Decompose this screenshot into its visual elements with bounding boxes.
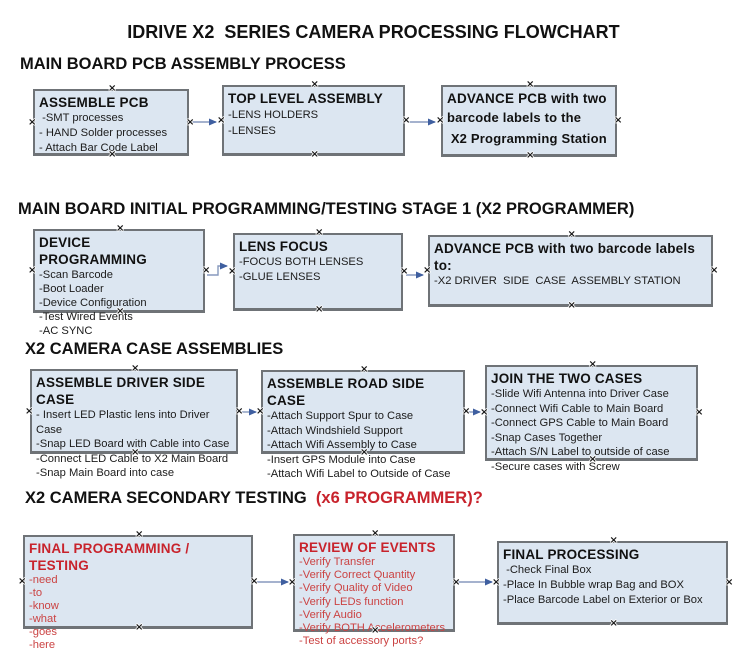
flow-box-top-level-assembly: TOP LEVEL ASSEMBLY -LENS HOLDERS -LENSES xyxy=(222,85,405,156)
flow-box-device-programming: DEVICE PROGRAMMING -Scan Barcode -Boot Loa… xyxy=(33,229,205,337)
flow-box-assemble-pcb: ASSEMBLE PCB -SMT processes - HAND Solder… xyxy=(33,89,189,156)
box-title: ASSEMBLE PCB xyxy=(39,95,149,110)
box-item: -need xyxy=(29,574,58,586)
box-item: -Snap LED Board with Cable into Case xyxy=(36,438,230,450)
box-item: -to xyxy=(29,587,43,599)
box-item-list: - Insert LED Plastic lens into Driver Ca… xyxy=(36,408,231,481)
flow-box-final-programming-testing: FINAL PROGRAMMING / TESTING-need-to-know… xyxy=(23,535,253,651)
box-item: -Connect GPS Cable to Main Board xyxy=(491,417,669,429)
box-item-list: -SMT processes - HAND Solder processes - A… xyxy=(39,111,182,156)
box-item-list: -need-to-know-what-goes-here xyxy=(29,574,246,652)
section-heading-red-text: (x6 PROGRAMMER)? xyxy=(306,489,483,507)
section-heading-assemble-driver-side-case: X2 CAMERA CASE ASSEMBLIES xyxy=(25,340,283,359)
box-item: -Connect LED Cable to X2 Main Board xyxy=(36,452,229,465)
box-item: -Insert GPS Module into Case xyxy=(267,453,416,466)
box-item: - Attach Bar Code Label xyxy=(39,142,158,154)
box-item-list: -Scan Barcode -Boot Loader -Device Configu… xyxy=(39,268,198,338)
box-item: -Boot Loader xyxy=(39,283,104,295)
box-item: -goes xyxy=(29,626,57,638)
box-item: -Place In Bubble wrap Bag and BOX xyxy=(503,579,684,591)
box-item: X2 Programming Station xyxy=(447,131,607,146)
box-item: -GLUE LENSES xyxy=(239,271,321,283)
box-item-list: barcode labels to the X2 Programming Sta… xyxy=(447,107,610,149)
box-item: -FOCUS BOTH LENSES xyxy=(239,256,364,268)
section-heading-text: MAIN BOARD INITIAL PROGRAMMING/TESTING S… xyxy=(18,200,635,218)
box-title: ADVANCE PCB with two xyxy=(447,91,607,106)
flow-box-assemble-road-side-case: ASSEMBLE ROAD SIDE CASE-Attach Support S… xyxy=(261,370,465,480)
box-item: -AC SYNC xyxy=(39,325,93,337)
box-item: -Attach S/N Label to outside of case xyxy=(491,446,670,458)
flow-box-join-the-two-cases: JOIN THE TWO CASES-Slide Wifi Antenna in… xyxy=(485,365,698,473)
box-item-list: -LENS HOLDERS -LENSES xyxy=(228,107,398,139)
box-item: -know xyxy=(29,600,59,612)
box-title: LENS FOCUS xyxy=(239,239,329,254)
box-item: -Verify Transfer xyxy=(299,556,375,568)
box-title: ADVANCE PCB with two barcode labels to: xyxy=(434,241,699,273)
section-heading-final-programming-testing: X2 CAMERA SECONDARY TESTING (x6 PROGRAMM… xyxy=(25,489,483,508)
flow-box-review-of-events: REVIEW OF EVENTS-Verify Transfer-Verify … xyxy=(293,534,455,647)
box-item: - Insert LED Plastic lens into Driver Ca… xyxy=(36,409,213,436)
box-item: -Secure cases with Screw xyxy=(491,460,620,473)
box-item: -Verify Correct Quantity xyxy=(299,569,416,582)
box-item: -Test Wired Events xyxy=(39,311,133,323)
connector-device-to-lensfocus xyxy=(207,262,228,276)
section-heading-assemble-pcb: MAIN BOARD PCB ASSEMBLY PROCESS xyxy=(20,55,346,74)
box-item: -LENSES xyxy=(228,125,276,137)
box-item-list: -X2 DRIVER SIDE CASE ASSEMBLY STATION xyxy=(434,274,706,288)
box-item: - HAND Solder processes xyxy=(39,127,168,139)
box-item: -Attach Windshield Support xyxy=(267,424,403,437)
box-item: -Verify LEDs function xyxy=(299,595,404,608)
section-heading-text: X2 CAMERA SECONDARY TESTING xyxy=(25,489,307,507)
box-item: -Connect Wifi Cable to Main Board xyxy=(491,402,664,415)
box-title: FINAL PROCESSING xyxy=(503,547,640,562)
box-title: TOP LEVEL ASSEMBLY xyxy=(228,91,383,106)
flow-box-final-processing: FINAL PROCESSING -Check Final Box -Place … xyxy=(497,541,728,625)
box-title: ASSEMBLE ROAD SIDE CASE xyxy=(267,376,429,408)
box-item-list: -Check Final Box -Place In Bubble wrap Ba… xyxy=(503,563,721,608)
box-item: -Attach Wifi Assembly to Case xyxy=(267,439,417,451)
box-item-list: -Slide Wifi Antenna into Driver Case -Con… xyxy=(491,387,691,474)
box-item-list: -Attach Support Spur to Case -Attach Wind… xyxy=(267,409,458,482)
section-heading-text: X2 CAMERA CASE ASSEMBLIES xyxy=(25,340,284,358)
box-item: -X2 DRIVER SIDE CASE ASSEMBLY STATION xyxy=(434,275,681,287)
box-item: -Check Final Box xyxy=(503,564,592,576)
box-item: -Attach Support Spur to Case xyxy=(267,410,414,422)
box-item-list: -FOCUS BOTH LENSES -GLUE LENSES xyxy=(239,255,396,285)
box-item: -Verify Quality of Video xyxy=(299,582,413,595)
box-item-list: -Verify Transfer-Verify Correct Quantity… xyxy=(299,556,448,648)
box-item: -Scan Barcode xyxy=(39,269,114,281)
box-item: -Verify Audio xyxy=(299,608,362,621)
box-item: -Attach Wifi Label to Outside of Case xyxy=(267,468,451,480)
box-item: -here xyxy=(29,639,56,651)
box-item: -Slide Wifi Antenna into Driver Case xyxy=(491,388,669,400)
box-title: ASSEMBLE DRIVER SIDE CASE xyxy=(36,375,209,407)
box-title: JOIN THE TWO CASES xyxy=(491,371,643,386)
page-title: IDRIVE X2 SERIES CAMERA PROCESSING FLOWC… xyxy=(127,22,620,42)
flow-box-assemble-driver-side-case: ASSEMBLE DRIVER SIDE CASE- Insert LED Pl… xyxy=(30,369,238,479)
box-item: -Verify BOTH Accelerometers xyxy=(299,622,446,635)
box-item: barcode labels to the xyxy=(447,110,582,125)
flow-box-lens-focus: LENS FOCUS -FOCUS BOTH LENSES -GLUE LENSES xyxy=(233,233,403,311)
box-item: -SMT processes xyxy=(39,112,124,124)
flow-box-advance-pcb-driver-side: ADVANCE PCB with two barcode labels to: -… xyxy=(428,235,713,307)
box-item: -Snap Cases Together xyxy=(491,431,603,444)
section-heading-text: MAIN BOARD PCB ASSEMBLY PROCESS xyxy=(20,55,346,73)
box-item: -Test of accessory ports? xyxy=(299,635,424,648)
box-item: -Place Barcode Label on Exterior or Box xyxy=(503,594,703,606)
box-title: REVIEW OF EVENTS xyxy=(299,540,436,555)
box-title: DEVICE PROGRAMMING xyxy=(39,235,147,267)
box-item: -Device Configuration xyxy=(39,297,147,309)
box-item: -what xyxy=(29,613,57,625)
section-heading-device-programming: MAIN BOARD INITIAL PROGRAMMING/TESTING S… xyxy=(18,200,634,219)
box-item: -LENS HOLDERS xyxy=(228,109,319,121)
box-title: FINAL PROGRAMMING / TESTING xyxy=(29,541,194,573)
box-item: -Snap Main Board into case xyxy=(36,467,175,479)
